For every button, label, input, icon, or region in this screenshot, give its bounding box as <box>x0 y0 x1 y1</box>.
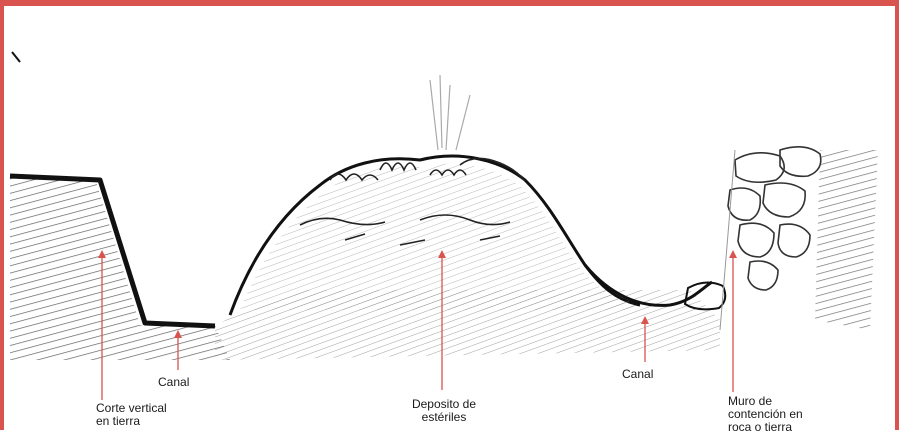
canal-left-text: Canal <box>158 376 189 389</box>
canal-right-text: Canal <box>622 368 653 381</box>
left-earth-cut <box>10 178 230 360</box>
retaining-wall-stones <box>728 147 821 290</box>
label-canal-right: Canal <box>622 368 653 381</box>
spoil-deposit-fill <box>240 164 635 310</box>
corte-line2: en tierra <box>96 415 167 428</box>
label-canal-left: Canal <box>158 376 189 389</box>
retaining-wall-hatch <box>815 150 878 330</box>
sprig-lines <box>430 75 470 150</box>
deposito-line2: estériles <box>374 411 514 424</box>
muro-line3: roca o tierra <box>728 421 803 434</box>
corner-scribble <box>12 52 20 62</box>
label-corte-vertical: Corte vertical en tierra <box>96 402 167 428</box>
label-deposito: Deposito de estériles <box>374 398 514 424</box>
label-muro: Muro de contención en roca o tierra <box>728 395 803 434</box>
